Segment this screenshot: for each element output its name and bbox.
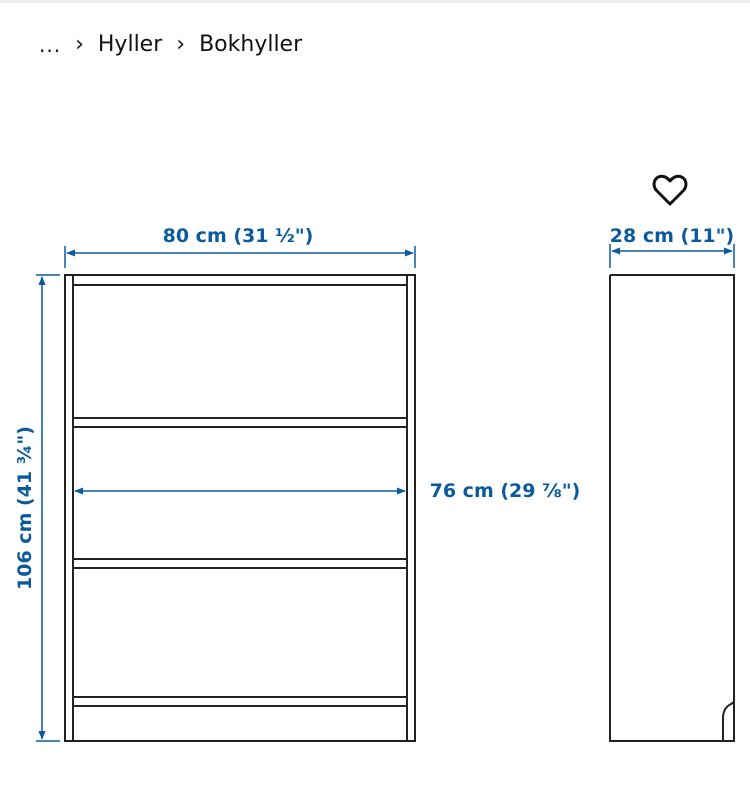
breadcrumb-bokhyller[interactable]: Bokhyller [199,32,303,57]
side-outline-left [609,275,723,742]
chevron-right-icon: › [176,32,186,57]
width-label: 80 cm (31 ½") [163,225,314,247]
dimension-lines [36,244,735,742]
heart-outline-icon [652,174,688,206]
depth-label: 28 cm (11") [610,225,734,247]
bookcase-side-view [609,274,735,742]
bookcase-front-view [64,274,416,742]
inner-width-label: 76 cm (29 ⅞") [430,480,581,502]
breadcrumb: ... › Hyller › Bokhyller [39,30,302,60]
front-outline [64,274,416,742]
chevron-right-icon: › [75,32,84,57]
breadcrumb-hyller[interactable]: Hyller [97,32,163,57]
favorite-button[interactable] [650,170,690,210]
top-divider [0,0,750,3]
side-outline-right [610,274,735,742]
height-label: 106 cm (41 ¾") [14,426,36,590]
breadcrumb-more[interactable]: ... [39,33,62,57]
